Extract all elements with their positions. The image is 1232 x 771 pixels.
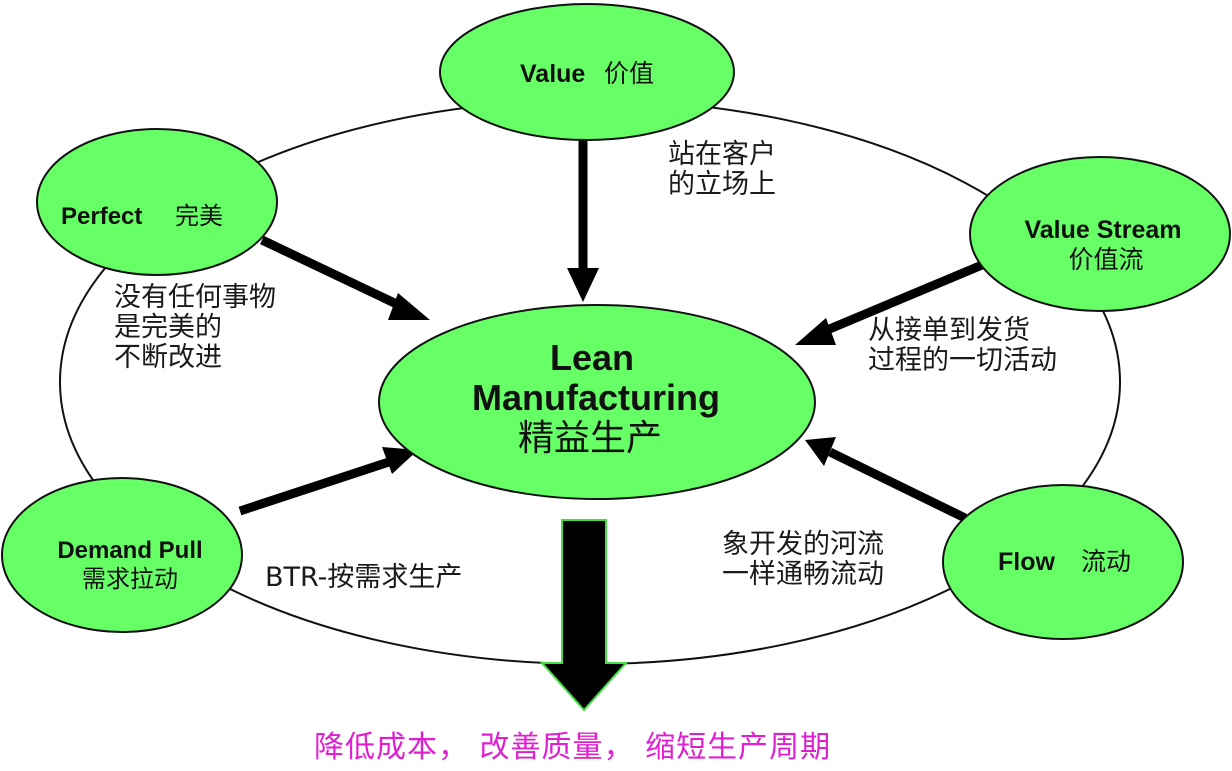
node-perfect[interactable]: Perfect 完美 <box>36 128 278 276</box>
outcome-text: 降低成本， 改善质量， 缩短生产周期 <box>314 730 832 765</box>
node-value-stream-title: Value Stream <box>1024 216 1181 244</box>
note-flow: 象开发的河流 一样通畅流动 <box>722 529 884 590</box>
arrow-center-to-outcome <box>539 519 629 712</box>
node-value-stream-cn: 价值流 <box>1068 245 1143 274</box>
note-value-stream: 从接单到发货 过程的一切活动 <box>868 315 1057 376</box>
node-value-stream[interactable]: Value Stream 价值流 <box>969 156 1231 312</box>
center-subtitle: 精益生产 <box>518 418 662 459</box>
arrow-valuestream-to-center <box>795 260 984 345</box>
node-perfect-title: Perfect <box>61 203 142 230</box>
node-flow-title: Flow <box>998 548 1055 576</box>
node-demand-pull[interactable]: Demand Pull 需求拉动 <box>1 477 243 633</box>
node-demand-pull-cn: 需求拉动 <box>82 565 178 593</box>
node-perfect-cn: 完美 <box>175 202 223 230</box>
center-title-line1: Lean <box>550 337 634 378</box>
note-perfect: 没有任何事物 是完美的 不断改进 <box>114 282 276 373</box>
node-value[interactable]: Value 价值 <box>439 3 735 141</box>
arrow-value-to-center <box>567 128 599 302</box>
node-center-lean[interactable]: Lean Manufacturing 精益生产 <box>378 304 816 500</box>
node-flow-cn: 流动 <box>1081 547 1131 576</box>
arrow-demandpull-to-center <box>238 447 418 516</box>
center-title-line2: Manufacturing <box>472 377 720 418</box>
node-demand-pull-title: Demand Pull <box>57 537 202 564</box>
node-value-title: Value <box>520 60 585 88</box>
arrow-flow-to-center <box>805 437 967 523</box>
arrow-perfect-to-center <box>260 235 430 320</box>
node-flow[interactable]: Flow 流动 <box>942 484 1184 640</box>
node-value-cn: 价值 <box>604 59 654 88</box>
note-demand-pull: BTR-按需求生产 <box>265 562 463 593</box>
note-value: 站在客户 的立场上 <box>668 139 776 200</box>
